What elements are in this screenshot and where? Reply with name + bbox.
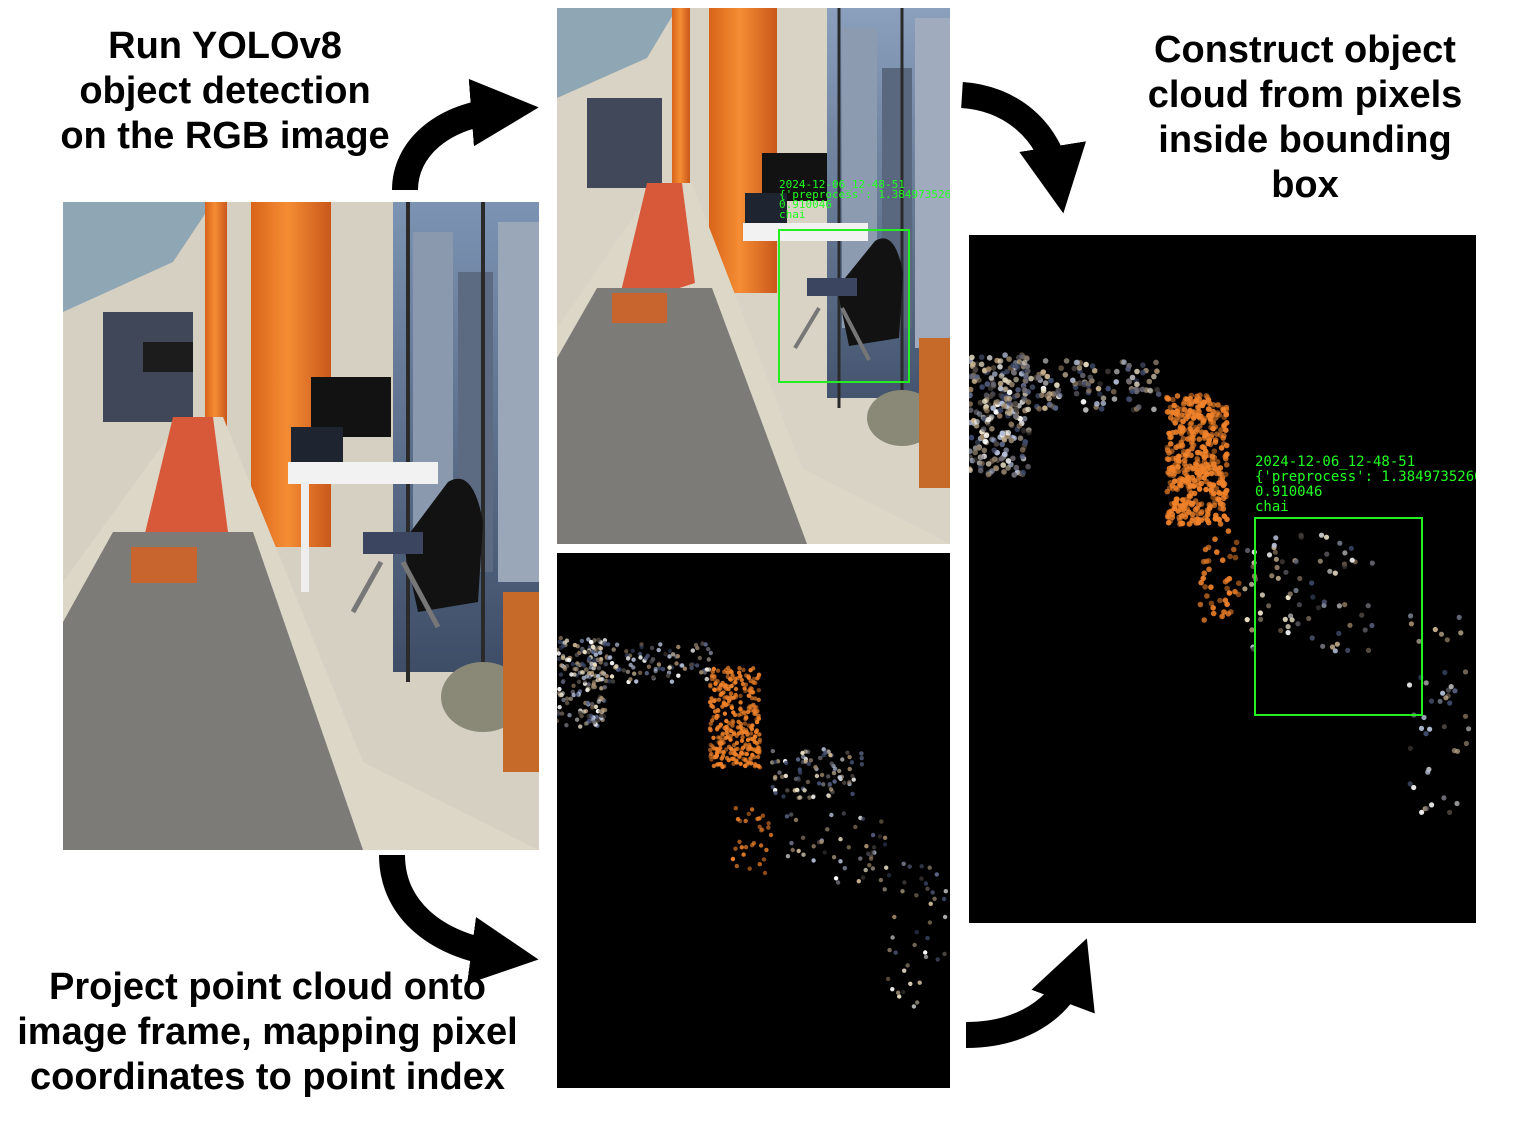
caption-project: Project point cloud onto image frame, ma… bbox=[0, 965, 535, 1100]
caption-line: cloud from pixels bbox=[1147, 74, 1463, 116]
projected-cloud-panel bbox=[557, 553, 950, 1088]
detection-image bbox=[557, 8, 950, 544]
detection-class: chai bbox=[779, 208, 806, 220]
caption-construct: Construct object cloud from pixels insid… bbox=[1130, 28, 1480, 208]
object-point-cloud bbox=[969, 352, 1472, 816]
object-preprocess: {'preprocess': 1.3849735260 bbox=[1255, 469, 1476, 485]
arrow-detect-icon bbox=[392, 78, 539, 191]
object-bounding-box bbox=[1254, 517, 1423, 716]
caption-line: Project point cloud onto bbox=[49, 966, 486, 1008]
caption-line: coordinates to point index bbox=[29, 1056, 506, 1098]
rgb-image bbox=[63, 202, 539, 850]
detection-confidence: 0.910046 bbox=[779, 198, 832, 211]
arrow-construct-icon bbox=[960, 82, 1087, 214]
object-timestamp: 2024-12-06_12-48-51 bbox=[1255, 455, 1416, 470]
detection-panel: 2024-12-06_12-48-51 {'preprocess': 1.384… bbox=[557, 8, 950, 544]
arrow-output-icon bbox=[965, 938, 1095, 1048]
object-class: chai bbox=[1255, 499, 1289, 515]
object-confidence: 0.910046 bbox=[1255, 484, 1323, 500]
object-label-text: 2024-12-06_12-48-51 {'preprocess': 1.384… bbox=[1255, 455, 1476, 515]
caption-line: object detection bbox=[79, 70, 371, 112]
detection-preprocess: {'preprocess': 1.3849735260 bbox=[779, 188, 950, 201]
detection-label-text: 2024-12-06_12-48-51 {'preprocess': 1.384… bbox=[779, 180, 950, 220]
caption-line: box bbox=[1271, 164, 1339, 206]
projected-point-cloud bbox=[557, 635, 948, 1009]
object-cloud-panel: 2024-12-06_12-48-51 {'preprocess': 1.384… bbox=[969, 235, 1476, 923]
caption-line: on the RGB image bbox=[60, 115, 390, 157]
arrow-project-icon bbox=[379, 854, 539, 985]
caption-line: Construct object bbox=[1154, 29, 1456, 71]
caption-line: Run YOLOv8 bbox=[108, 25, 342, 67]
detection-bounding-box bbox=[778, 229, 910, 383]
caption-detect: Run YOLOv8 object detection on the RGB i… bbox=[40, 24, 410, 159]
caption-line: image frame, mapping pixel bbox=[17, 1011, 518, 1053]
caption-line: inside bounding bbox=[1158, 119, 1452, 161]
detection-timestamp: 2024-12-06_12-48-51 bbox=[779, 180, 905, 191]
rgb-image-panel bbox=[63, 202, 539, 850]
